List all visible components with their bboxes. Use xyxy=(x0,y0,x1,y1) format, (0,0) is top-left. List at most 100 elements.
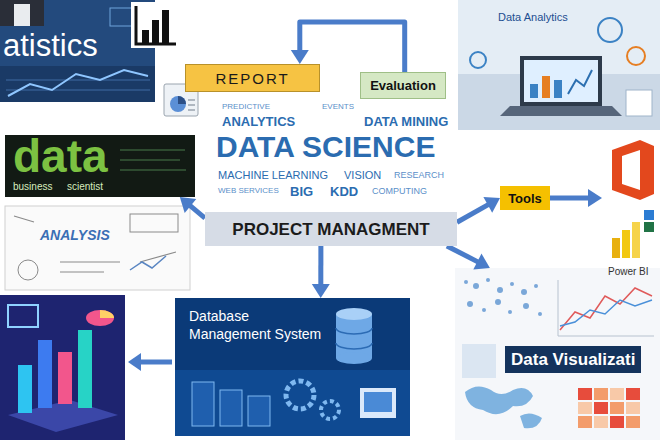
data-visualization-picture-part-part xyxy=(626,388,640,400)
database-picture-part xyxy=(220,390,242,426)
database-picture xyxy=(175,298,410,436)
data-analytics-picture-part xyxy=(598,18,622,42)
connector-line xyxy=(190,205,205,218)
picture-text: Data Analytics xyxy=(498,12,568,23)
power-bi-panel: Power BI xyxy=(602,135,660,285)
arrow-head xyxy=(291,50,309,64)
data-visualization-picture-part-part xyxy=(578,388,592,400)
chart-3d-arrow xyxy=(128,353,172,371)
database-picture-part xyxy=(336,308,372,320)
chart-3d-arrow-part xyxy=(140,360,172,365)
connector-line xyxy=(457,204,489,222)
data-visualization-picture-part-part xyxy=(610,416,624,428)
chart-3d-picture-part xyxy=(86,310,114,326)
database-picture-part xyxy=(321,401,339,419)
cloud-word: EVENTS xyxy=(322,103,354,111)
statistics-picture-part xyxy=(8,70,148,96)
database-panel: Database Management System xyxy=(175,298,410,436)
connector-arrow xyxy=(312,246,330,298)
data-visualization-picture-part xyxy=(578,388,640,428)
analysis-sketch-part xyxy=(130,214,178,232)
data-visualization-picture-part-part xyxy=(473,283,479,289)
cloud-word: DATA MINING xyxy=(364,115,448,128)
data-visualization-picture-part-part xyxy=(510,282,514,286)
data-visualization-picture-part xyxy=(558,280,654,336)
power-bi-panel-text: Power BI xyxy=(608,267,649,277)
evaluation-box-text: Evaluation xyxy=(370,79,436,92)
picture-text: ANALYSIS xyxy=(40,228,110,242)
tools-box: Tools xyxy=(500,186,550,210)
report-document-icon-part xyxy=(170,96,186,112)
cloud-word: COMPUTING xyxy=(372,187,427,196)
report-banner: REPORT xyxy=(185,64,320,92)
chart-3d-picture-part xyxy=(8,305,38,327)
connector-arrow xyxy=(457,197,500,222)
power-bi-picture xyxy=(602,135,660,285)
data-visualization-picture-part xyxy=(560,300,652,326)
bar-chart-icon-part xyxy=(142,30,149,43)
data-visualization-picture-part-part xyxy=(594,416,608,428)
data-visualization-picture xyxy=(455,268,660,440)
data-visualization-picture-part-part xyxy=(495,299,501,305)
data-visualization-picture-part xyxy=(465,386,533,414)
data-visualization-picture-part-part xyxy=(594,402,608,414)
analysis-sketch-part xyxy=(5,206,190,290)
cloud-word: WEB SERVICES xyxy=(218,187,279,195)
database-picture-part xyxy=(248,396,270,426)
project-management-box: PROJECT MANAGMENT xyxy=(205,212,457,246)
data-analytics-picture xyxy=(458,0,660,130)
analysis-sketch-part xyxy=(14,216,176,272)
connector-line xyxy=(447,246,478,262)
analysis-sketch-part xyxy=(18,260,38,280)
bar-chart-icon-part xyxy=(136,6,176,44)
data-visualization-picture-part-part xyxy=(594,388,608,400)
data-scientist-picture-part xyxy=(120,150,186,170)
database-picture-part xyxy=(192,382,214,426)
data-visualization-picture-part-part xyxy=(578,402,592,414)
data-visualization-picture-part-part xyxy=(626,402,640,414)
power-bi-picture-part xyxy=(632,222,640,258)
cloud-word: ANALYTICS xyxy=(222,115,295,128)
data-analytics-picture-part xyxy=(568,70,592,94)
data-visualization-picture-part-part xyxy=(538,312,542,316)
cloud-word: VISION xyxy=(344,170,381,181)
data-analytics-picture-part xyxy=(627,47,645,65)
connector-line xyxy=(550,196,589,201)
data-visualization-picture-part-part xyxy=(497,287,503,293)
cloud-word: PREDICTIVE xyxy=(222,103,270,111)
data-analytics-picture-part xyxy=(458,0,660,130)
data-analytics-picture-part xyxy=(626,90,652,116)
bar-chart-icon-part xyxy=(152,20,159,43)
database-panel-text: Database Management System xyxy=(189,308,329,343)
power-bi-picture-part xyxy=(602,135,660,285)
tools-box-text: Tools xyxy=(508,192,542,205)
report-banner-text: REPORT xyxy=(215,71,289,86)
database-picture-part xyxy=(336,328,372,349)
database-picture-part xyxy=(175,298,410,436)
data-scientist-panel-text: scientist xyxy=(67,182,103,192)
data-visualization-picture-part-part xyxy=(578,416,592,428)
data-scientist-panel-text: business xyxy=(13,182,52,192)
chart-3d-picture-part xyxy=(18,365,32,413)
data-visualization-panel-text: Data Visualizati xyxy=(505,346,641,373)
data-scientist-panel-text: data xyxy=(13,133,108,179)
data-visualization-picture-part-part xyxy=(508,310,512,314)
data-visualization-panel: Data Visualizati xyxy=(455,268,660,440)
arrow-head xyxy=(312,284,330,298)
database-picture-part xyxy=(336,352,372,364)
data-visualization-picture-part xyxy=(520,413,542,428)
database-picture-part xyxy=(286,381,314,409)
bar-chart-icon-part xyxy=(162,10,169,43)
power-bi-picture-part xyxy=(622,150,640,190)
arrow-head xyxy=(588,189,602,207)
report-document-icon-part xyxy=(178,96,186,104)
connector-line xyxy=(318,246,323,285)
cloud-word: BIG xyxy=(290,185,313,198)
arrow-head xyxy=(473,254,490,270)
data-visualization-picture-part-part xyxy=(610,388,624,400)
cloud-word: KDD xyxy=(330,185,358,198)
cloud-word: MACHINE LEARNING xyxy=(218,170,328,181)
evaluation-box: Evaluation xyxy=(360,72,446,99)
